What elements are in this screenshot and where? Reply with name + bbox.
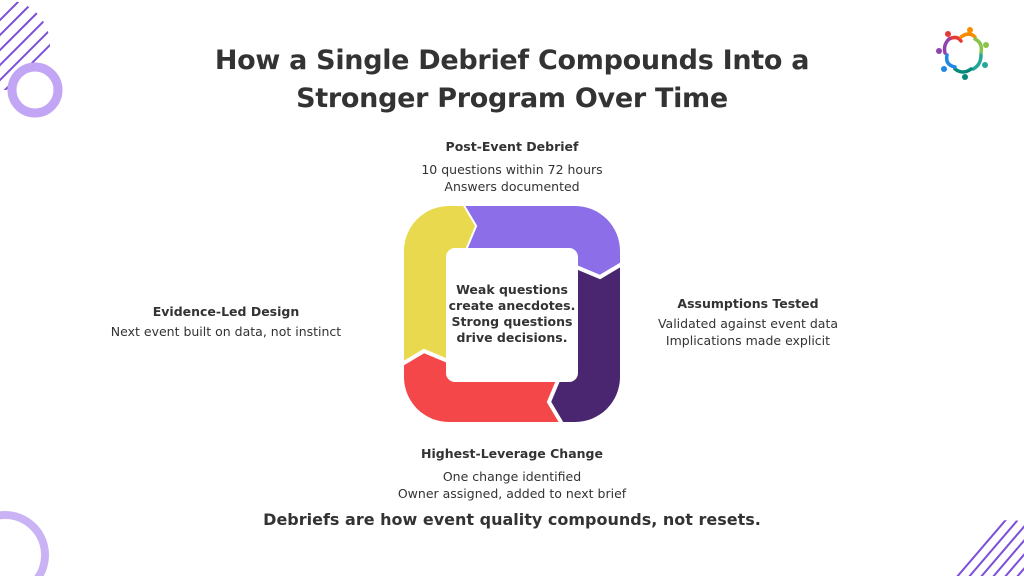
stage-heading: Post-Event Debrief — [445, 139, 579, 154]
people-circle-logo-icon — [936, 27, 989, 80]
stage-evidence-led-design: Evidence-Led Design Next event built on … — [86, 303, 366, 340]
title-line-2: Stronger Program Over Time — [296, 83, 728, 114]
stage-line: Answers documented — [444, 179, 580, 194]
decorative-stripes-circle-top-left — [0, 0, 63, 118]
stage-heading: Highest-Leverage Change — [421, 446, 603, 461]
stage-post-event-debrief: Post-Event Debrief 10 questions within 7… — [362, 138, 662, 195]
stage-line: Owner assigned, added to next brief — [397, 486, 627, 501]
stage-line: Implications made explicit — [665, 333, 831, 348]
decorative-ring-bottom-left — [0, 511, 49, 576]
page-title: How a Single Debrief Compounds Into a St… — [0, 42, 1024, 118]
decorative-ring — [7, 62, 63, 118]
stage-line: One change identified — [442, 469, 582, 484]
stage-line: Next event built on data, not instinct — [110, 324, 342, 339]
stage-highest-leverage-change: Highest-Leverage Change One change ident… — [362, 445, 662, 502]
center-line: Strong questions — [451, 314, 573, 329]
center-message: Weak questions create anecdotes. Strong … — [447, 282, 577, 346]
center-line: drive decisions. — [456, 330, 568, 345]
stage-assumptions-tested: Assumptions Tested Validated against eve… — [628, 295, 868, 349]
footer-statement: Debriefs are how event quality compounds… — [263, 510, 761, 529]
stage-line: Validated against event data — [657, 316, 839, 331]
stage-line: 10 questions within 72 hours — [421, 162, 603, 177]
stage-heading: Assumptions Tested — [677, 296, 819, 311]
title-line-1: How a Single Debrief Compounds Into a — [214, 45, 810, 76]
center-line: create anecdotes. — [448, 298, 576, 313]
cycle-diagram — [392, 194, 632, 434]
center-line: Weak questions — [456, 282, 568, 297]
stage-heading: Evidence-Led Design — [152, 304, 300, 319]
center-box — [446, 248, 578, 382]
decorative-stripes-bottom-right — [955, 520, 1024, 576]
